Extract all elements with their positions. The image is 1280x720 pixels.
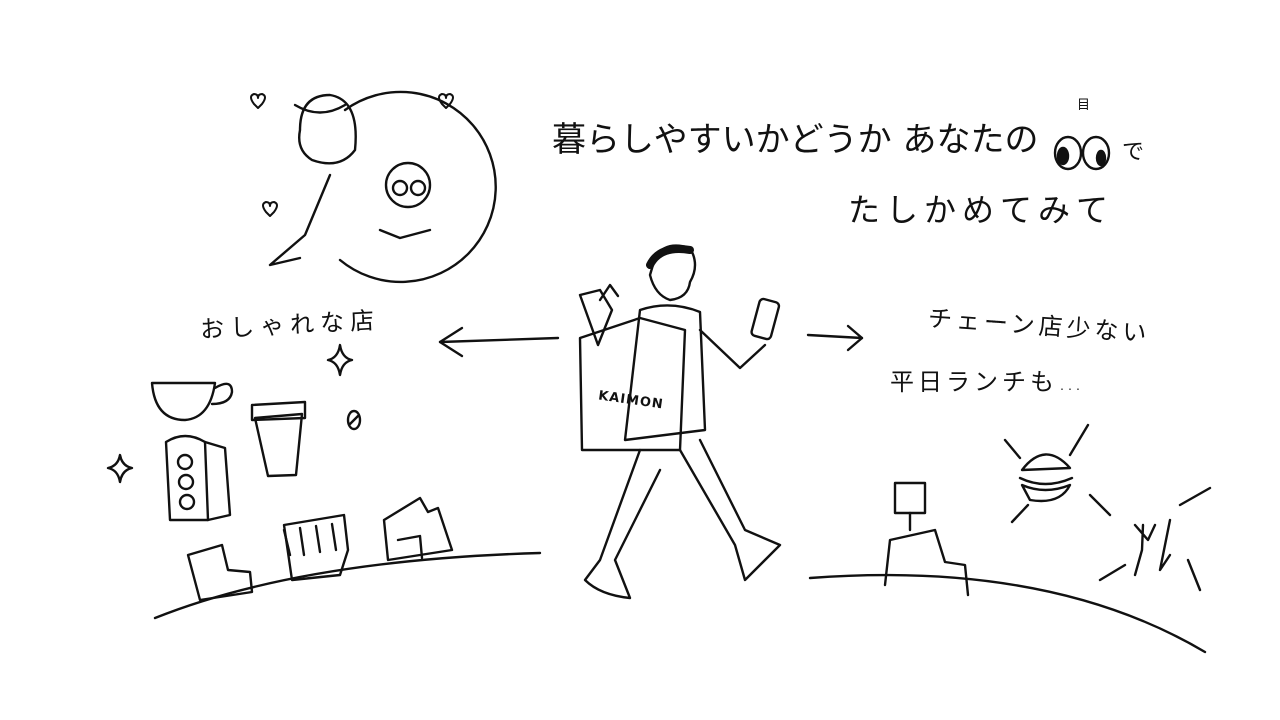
- fork-knife-icon: [1098, 486, 1212, 592]
- coffee-cup-icon: [150, 381, 234, 422]
- takeaway-cup-icon: [250, 400, 307, 478]
- sparkle-icon: [106, 453, 134, 484]
- eyes-icon: [1053, 135, 1111, 171]
- tote-bag: [578, 316, 687, 452]
- heart-icon: [250, 93, 266, 109]
- chain-restaurant-building: [883, 481, 970, 597]
- heart-icon: [438, 93, 454, 109]
- heart-icon: [262, 201, 278, 217]
- eyes-ruby: 目: [1077, 98, 1091, 113]
- right-ground: [808, 573, 1207, 654]
- hamburger-icon: [1003, 423, 1112, 524]
- coffee-bean-icon: [346, 409, 362, 431]
- headline-line-1-end: で: [1122, 140, 1145, 165]
- headline-line-1: 暮らしやすいかどうか あなたの: [552, 120, 1039, 160]
- pointing-people-icon: [268, 90, 497, 284]
- headline-line-2: たしかめてみて: [848, 191, 1115, 229]
- walking-person: [578, 244, 782, 600]
- left-buildings: [186, 496, 454, 602]
- left-arrow: [438, 326, 560, 358]
- sandwich-icon: [164, 434, 232, 522]
- right-arrow: [806, 324, 864, 352]
- sparkle-icon: [326, 343, 354, 377]
- weekday-lunch-label: 平日ランチも…: [890, 368, 1086, 396]
- left-ground: [153, 551, 542, 620]
